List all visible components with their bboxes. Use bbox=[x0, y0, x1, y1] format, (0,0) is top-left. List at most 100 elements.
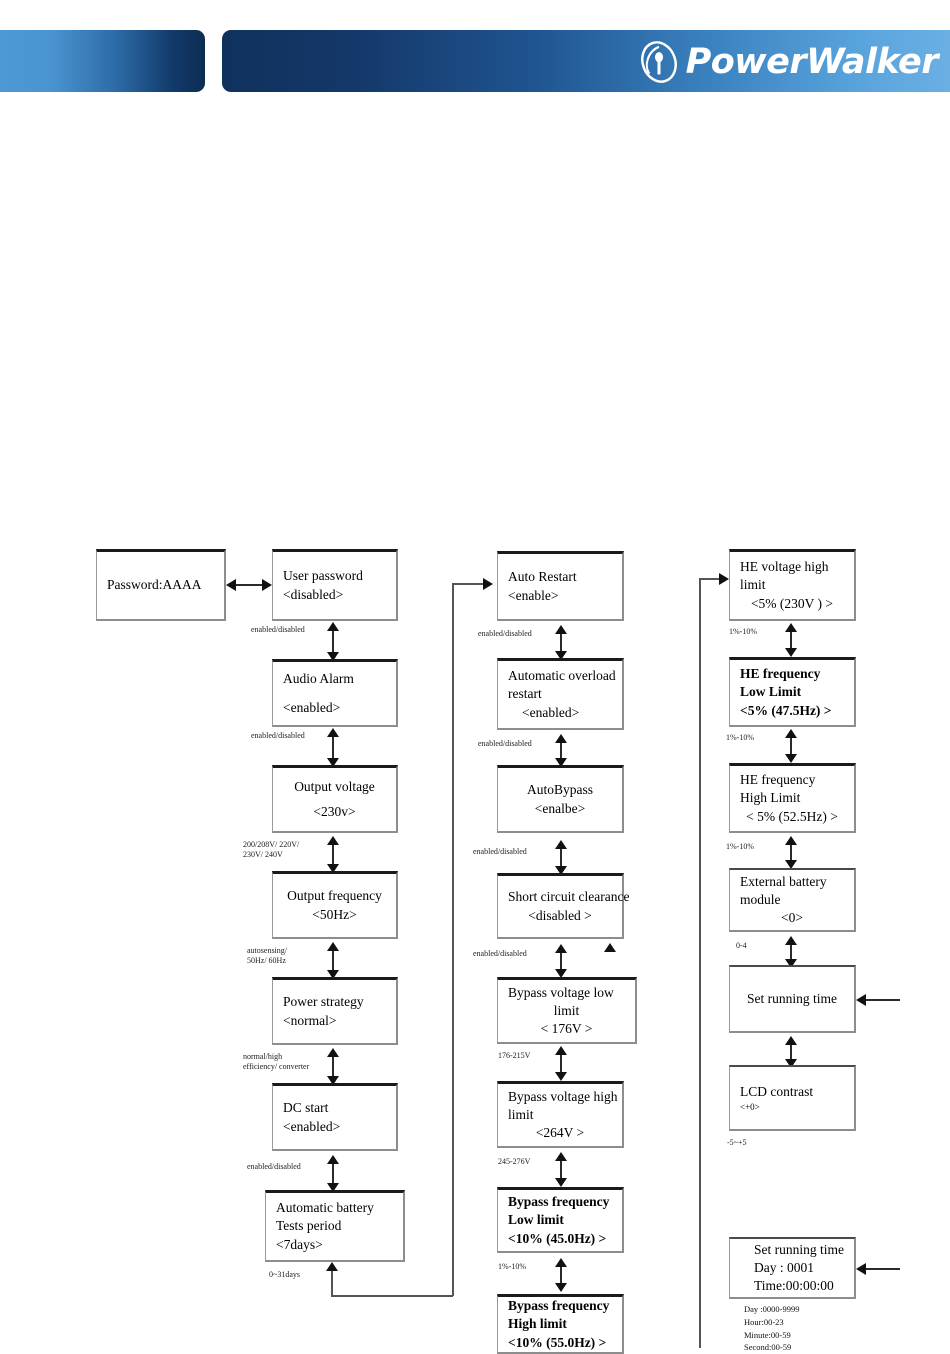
page-header: PowerWalker bbox=[0, 0, 950, 110]
arrowhead-up bbox=[785, 1036, 797, 1045]
arrowhead-down bbox=[555, 1178, 567, 1187]
arrowhead-up bbox=[785, 623, 797, 632]
arrowhead-down bbox=[785, 754, 797, 763]
arrowhead-up bbox=[785, 836, 797, 845]
node-power-strategy[interactable]: Power strategy <normal> bbox=[272, 977, 398, 1045]
node-bypass-voltage-low[interactable]: Bypass voltage low limit < 176V > bbox=[497, 977, 637, 1044]
connector-loop1-v bbox=[331, 1268, 333, 1296]
arrowhead-up bbox=[555, 1152, 567, 1161]
connector-f1 bbox=[560, 628, 562, 658]
arrowhead-down bbox=[327, 1076, 339, 1085]
edge-label-bypass-f-low: 1%-10% bbox=[498, 1262, 526, 1271]
edge-label-he-v-high: 1%-10% bbox=[729, 627, 757, 636]
connector-loop2-h bbox=[699, 578, 725, 580]
edge-label-audio-alarm: enabled/disabled bbox=[251, 731, 305, 740]
arrowhead-up-stray bbox=[604, 943, 616, 952]
node-set-running-time[interactable]: Set running time bbox=[729, 965, 856, 1033]
node-auto-battery-test[interactable]: Automatic battery Tests period <7days> bbox=[265, 1190, 405, 1262]
arrowhead-up bbox=[327, 942, 339, 951]
edge-label-output-voltage: 200/208V/ 220V/ 230V/ 240V bbox=[243, 840, 300, 859]
arrowhead-down bbox=[327, 1183, 339, 1192]
edge-label-short-circuit: enabled/disabled bbox=[473, 949, 527, 958]
connector-g2 bbox=[790, 732, 792, 760]
connector-g5 bbox=[790, 1039, 792, 1065]
node-auto-overload-restart[interactable]: Automatic overload restart <enabled> bbox=[497, 658, 624, 730]
connector-g4 bbox=[790, 939, 792, 965]
node-password-entry[interactable]: Password:AAAA bbox=[96, 549, 226, 621]
arrowhead-down bbox=[327, 758, 339, 767]
arrowhead-right bbox=[483, 578, 493, 590]
arrowhead-up bbox=[555, 944, 567, 953]
connector-loop1-h2 bbox=[452, 583, 488, 585]
node-output-frequency[interactable]: Output frequency <50Hz> bbox=[272, 871, 398, 939]
arrowhead-left bbox=[226, 579, 236, 591]
node-auto-bypass[interactable]: AutoBypass <enalbe> bbox=[497, 765, 624, 833]
node-auto-restart[interactable]: Auto Restart <enable> bbox=[497, 551, 624, 621]
arrowhead-down bbox=[555, 866, 567, 875]
brand-name: PowerWalker bbox=[685, 41, 939, 82]
connector-loop1-v2 bbox=[452, 583, 454, 1296]
node-short-circuit-clearance[interactable]: Short circuit clearance <disabled > bbox=[497, 873, 629, 939]
node-external-battery-module[interactable]: External battery module <0> bbox=[729, 868, 856, 932]
edge-label-power-strategy: normal/high efficiency/ converter bbox=[243, 1052, 310, 1071]
node-audio-alarm[interactable]: Audio Alarm <enabled> bbox=[272, 659, 398, 727]
connector-loop2-v bbox=[699, 578, 701, 1348]
arrowhead-up bbox=[555, 1046, 567, 1055]
connector-password bbox=[234, 584, 264, 586]
edge-label-bypass-v-high: 245-276V bbox=[498, 1157, 531, 1166]
connector-f6 bbox=[560, 1155, 562, 1185]
arrowhead-up bbox=[327, 1048, 339, 1057]
edge-label-external-battery: 0-4 bbox=[736, 941, 747, 950]
arrowhead-right bbox=[719, 573, 729, 585]
edge-label-bypass-v-low: 176-215V bbox=[498, 1051, 531, 1060]
running-time-range-note: Day :0000-9999 Hour:00-23 Minute:00-59 S… bbox=[744, 1304, 800, 1353]
node-bypass-frequency-high[interactable]: Bypass frequency High limit <10% (55.0Hz… bbox=[497, 1294, 624, 1354]
arrowhead-down bbox=[555, 758, 567, 767]
arrowhead-up bbox=[327, 728, 339, 737]
arrowhead-down bbox=[555, 1072, 567, 1081]
node-user-password[interactable]: User password <disabled> bbox=[272, 549, 398, 621]
connector-f2 bbox=[560, 737, 562, 765]
arrowhead-up bbox=[326, 1262, 338, 1271]
arrowhead-up bbox=[327, 836, 339, 845]
arrowhead-up bbox=[327, 622, 339, 631]
arrowhead-down bbox=[555, 651, 567, 660]
node-output-voltage[interactable]: Output voltage <230v> bbox=[272, 765, 398, 833]
edge-label-auto-restart: enabled/disabled bbox=[478, 629, 532, 638]
arrowhead-down bbox=[785, 860, 797, 869]
node-he-frequency-low[interactable]: HE frequency Low Limit <5% (47.5Hz) > bbox=[729, 657, 856, 727]
arrowhead-down bbox=[327, 864, 339, 873]
arrowhead-up bbox=[555, 734, 567, 743]
connector-v3 bbox=[332, 839, 334, 871]
edge-label-he-f-low: 1%-10% bbox=[726, 733, 754, 742]
node-set-running-time-detail[interactable]: Set running time Day : 0001 Time:00:00:0… bbox=[729, 1237, 856, 1299]
arrowhead-down bbox=[785, 648, 797, 657]
connector-g1 bbox=[790, 626, 792, 654]
connector-set-time-detail-in bbox=[866, 1268, 900, 1270]
edge-label-battery-test: 0~31days bbox=[269, 1270, 300, 1279]
node-dc-start[interactable]: DC start <enabled> bbox=[272, 1083, 398, 1151]
edge-label-auto-bypass: enabled/disabled bbox=[473, 847, 527, 856]
arrowhead-up bbox=[785, 936, 797, 945]
connector-loop1-h bbox=[331, 1295, 453, 1297]
arrowhead-up bbox=[785, 729, 797, 738]
arrowhead-up bbox=[327, 1155, 339, 1164]
edge-label-user-password: enabled/disabled bbox=[251, 625, 305, 634]
edge-label-output-frequency: autosensing/ 50Hz/ 60Hz bbox=[247, 946, 287, 965]
arrowhead-down bbox=[555, 1283, 567, 1292]
arrowhead-left bbox=[856, 1263, 866, 1275]
edge-label-lcd-contrast: -5~+5 bbox=[727, 1138, 747, 1147]
arrowhead-down bbox=[327, 652, 339, 661]
node-bypass-voltage-high[interactable]: Bypass voltage high limit <264V > bbox=[497, 1081, 624, 1148]
edge-label-he-f-high: 1%-10% bbox=[726, 842, 754, 851]
header-band-right bbox=[222, 30, 950, 92]
node-bypass-frequency-low[interactable]: Bypass frequency Low limit <10% (45.0Hz)… bbox=[497, 1187, 624, 1253]
arrowhead-down bbox=[555, 969, 567, 978]
node-lcd-contrast[interactable]: LCD contrast <+0> bbox=[729, 1065, 856, 1131]
powerwalker-emblem-icon bbox=[640, 41, 677, 83]
arrowhead-left bbox=[856, 994, 866, 1006]
node-he-voltage-high[interactable]: HE voltage high limit <5% (230V ) > bbox=[729, 549, 856, 621]
arrowhead-up bbox=[555, 840, 567, 849]
node-he-frequency-high[interactable]: HE frequency High Limit < 5% (52.5Hz) > bbox=[729, 763, 856, 833]
connector-v6 bbox=[332, 1158, 334, 1190]
